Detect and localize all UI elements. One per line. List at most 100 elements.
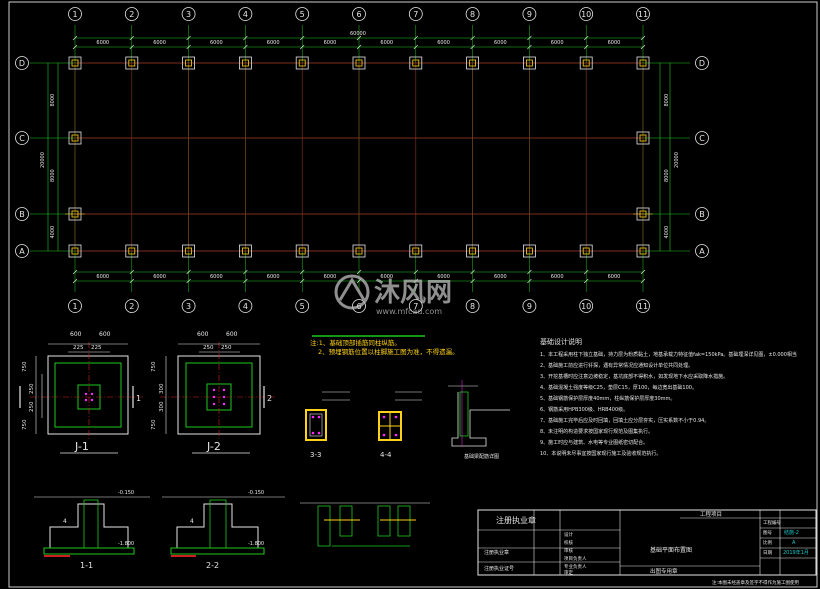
dimension-tick: [470, 269, 475, 275]
footing-outline: [68, 131, 82, 145]
column-section: [639, 59, 647, 67]
footing-outline: [125, 244, 139, 258]
beam-detail-label: 基础梁配筋详图: [464, 453, 499, 460]
section22-elev-top: -0.150: [248, 490, 264, 496]
axis-top-1-circle: [68, 7, 82, 21]
column-section: [298, 247, 306, 255]
axis-bottom-5-label: 5: [300, 302, 305, 311]
dimension-tick: [583, 35, 589, 41]
section11-title: 1-1: [80, 561, 93, 570]
dimension-tick: [527, 44, 532, 50]
footing-outline: [295, 244, 309, 258]
design-note-line: 5、基础钢筋保护层厚度40mm，柱纵筋保护层厚度30mm。: [540, 395, 675, 402]
j2-dim-side-1: 750: [151, 361, 157, 372]
overall-length-top: 60000: [350, 31, 366, 37]
dimension-tick: [72, 44, 78, 50]
j1-dim-top-right: 600: [99, 331, 111, 338]
dimension-tick: [299, 269, 305, 275]
design-note-line: 6、钢筋采用HPB300级、HRB400级。: [540, 406, 628, 413]
j2-dim-mid-right: 250: [221, 345, 232, 351]
dimension-tick: [129, 269, 135, 275]
dimension-tick: [299, 35, 305, 41]
column-section: [469, 247, 477, 255]
axis-top-6-circle: [352, 7, 366, 21]
dimension-tick: [527, 35, 532, 41]
span-dimension-bottom: 6000: [380, 274, 393, 280]
column-section: [412, 247, 420, 255]
reg-label-2: 注册执业证号: [484, 565, 514, 572]
axis-bottom-5-circle: [295, 299, 310, 313]
dimension-tick: [299, 44, 305, 50]
dimension-tick: [470, 35, 475, 41]
j2-dim-side-2: 300: [159, 383, 165, 394]
footing-outline: [352, 56, 366, 70]
dimension-tick: [640, 269, 646, 275]
axis-left-C-circle: [15, 131, 29, 145]
axis-top-1-label: 1: [72, 10, 77, 19]
code-label-1: 工程编号: [763, 519, 781, 526]
footing-j1-plan: 600 600 225 225 750 250 250 750 1 J-1: [19, 331, 143, 454]
j1-dim-mid-left: 225: [73, 345, 84, 351]
span-dimension-bottom: 6000: [437, 274, 450, 280]
axis-right-A-label: A: [699, 247, 705, 256]
column-section: [241, 59, 249, 67]
section33-title: 3-3: [310, 451, 321, 459]
axis-top-2-label: 2: [129, 10, 134, 19]
span-dimension-bottom: 6000: [96, 274, 109, 280]
span-dimension-top: 6000: [608, 40, 621, 46]
footing-outline: [579, 56, 593, 70]
design-note-line: 8、未注明的构造要求按国家现行规范及图集执行。: [540, 428, 653, 435]
bay-dimension-left: 4000: [50, 226, 56, 239]
bay-dimension-right: 8000: [664, 169, 670, 182]
axis-top-9-circle: [522, 7, 537, 21]
dimension-tick: [186, 269, 191, 275]
dimension-tick: [356, 35, 362, 41]
footing-outline: [579, 244, 593, 258]
dimension-tick: [186, 44, 191, 50]
dimension-tick: [243, 44, 248, 50]
footing-outline: [466, 244, 480, 258]
footing-outline: [295, 56, 309, 70]
axis-bottom-1-circle: [68, 299, 82, 313]
drawing-frame: [8, 1, 818, 588]
scale-value: A: [792, 540, 796, 546]
column-section: [526, 59, 533, 67]
axis-bottom-7-label: 7: [413, 302, 418, 311]
column-section: [71, 247, 79, 255]
column-section: [128, 59, 136, 67]
dimension-tick: [413, 44, 419, 50]
title-role-label: 校核: [564, 539, 573, 546]
watermark-logo-icon: [334, 274, 370, 310]
axis-top-4-label: 4: [243, 10, 248, 19]
footing-outline: [409, 56, 423, 70]
axis-bottom-3-circle: [181, 299, 196, 313]
axis-bottom-10-label: 10: [581, 302, 591, 311]
column-section: [241, 247, 249, 255]
j1-dim-side-2: 250: [29, 383, 35, 394]
axis-bottom-9-label: 9: [527, 302, 532, 311]
axis-top-3-label: 3: [186, 10, 191, 19]
footing-outline: [636, 56, 650, 70]
column-section: [71, 134, 79, 142]
notes-block: 注:1、基础顶部插筋同柱纵筋。 2、预埋钢筋位置以柱脚施工图为准，不得遗漏。: [310, 335, 459, 356]
beam-detail: 基础梁配筋详图: [448, 380, 510, 460]
span-dimension-bottom: 6000: [210, 274, 223, 280]
design-note-line: 7、基础施工完毕后应及时回填，回填土应分层夯实，压实系数不小于0.94。: [540, 417, 709, 424]
axis-top-10-circle: [579, 7, 594, 21]
stamp-label: 出图专用章: [650, 567, 678, 575]
section11-label-4: 4: [63, 518, 67, 525]
axis-right-D-label: D: [699, 59, 705, 68]
axis-top-3-circle: [181, 7, 196, 21]
footing-outline: [636, 131, 650, 145]
dimension-tick: [640, 44, 646, 50]
axis-bottom-9-circle: [522, 299, 537, 313]
axis-top-5-label: 5: [300, 10, 305, 19]
axis-top-5-circle: [295, 7, 310, 21]
dimension-tick: [527, 278, 532, 284]
dimension-tick: [72, 269, 78, 275]
j2-dim-side-3: 300: [159, 401, 165, 412]
design-note-line: 9、施工时应与建筑、水电等专业图纸密切配合。: [540, 439, 648, 446]
dimension-tick: [186, 278, 191, 284]
